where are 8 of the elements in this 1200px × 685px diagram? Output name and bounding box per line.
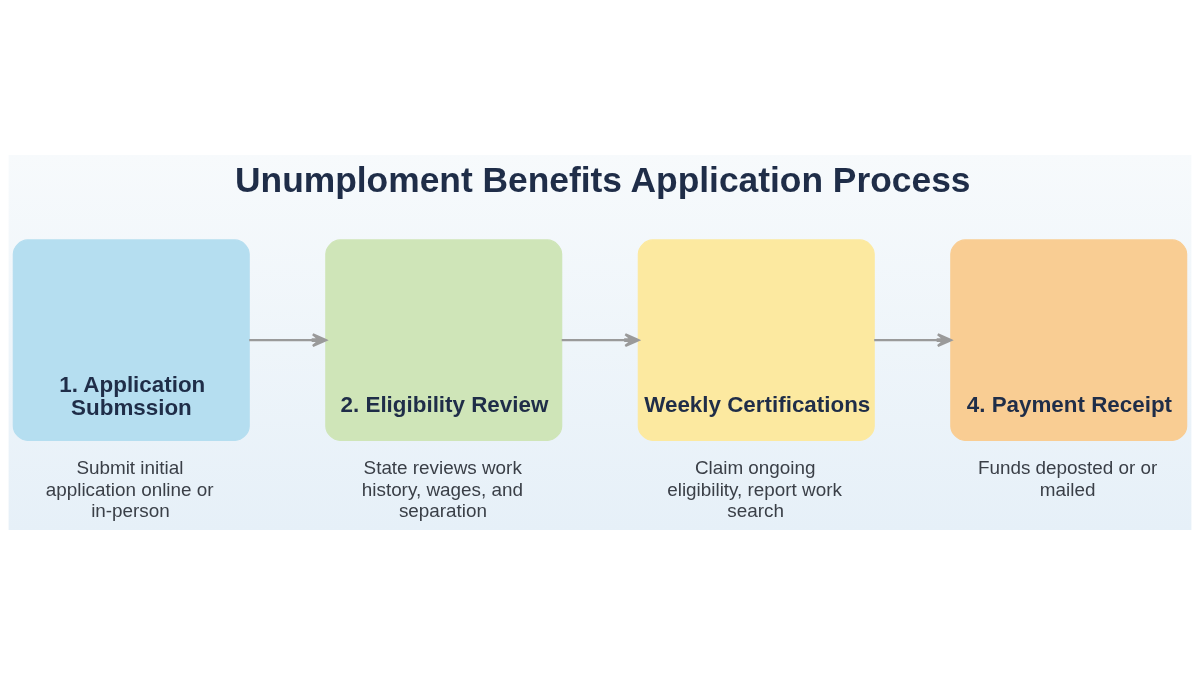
- node-label: State reviews work history, wages, and separation: [361, 457, 523, 521]
- node-label: Claim ongoing eligibility, report work search: [667, 457, 842, 521]
- node-label: Submit initial application online or in-person: [45, 457, 214, 521]
- arrow: [249, 333, 327, 348]
- arrow: [561, 333, 640, 348]
- diagram-title: Unumploment Benefits Application Process: [235, 159, 971, 199]
- node-label: Funds deposted or or mailed: [977, 457, 1158, 500]
- arrow: [874, 333, 952, 348]
